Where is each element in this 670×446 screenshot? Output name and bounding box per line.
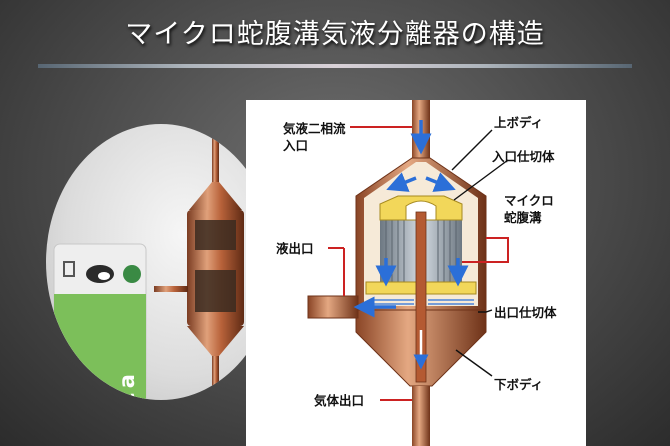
cross-section-panel: 気液二相流 入口 上ボディ 入口仕切体 マイクロ 蛇腹溝 液出口 出口仕切体 下… — [246, 100, 586, 446]
black-leaders — [451, 129, 509, 377]
title-divider — [38, 64, 632, 68]
photo-window-lower — [195, 270, 236, 312]
spread-right-arrow — [425, 172, 456, 192]
liquid-outlet-pipe — [307, 295, 359, 319]
flow-arrows — [353, 120, 469, 370]
card-r-logo-icon — [63, 261, 75, 277]
photo-lower-cone — [187, 326, 244, 356]
leader-outlet-partition — [478, 309, 493, 313]
card-text: Suica — [115, 370, 139, 400]
leader-lower-body — [455, 349, 493, 377]
label-inlet: 気液二相流 入口 — [283, 120, 346, 154]
leader-upper-body — [451, 129, 493, 171]
label-outlet-partition: 出口仕切体 — [494, 305, 557, 320]
label-lower-body: 下ボディ — [494, 377, 544, 392]
label-upper-body: 上ボディ — [494, 115, 544, 130]
label-liquid-outlet: 液出口 — [276, 241, 314, 256]
leader-inlet-partition — [453, 159, 509, 201]
spread-left-arrow — [386, 172, 417, 192]
label-micro-groove-line2: 蛇腹溝 — [504, 210, 542, 225]
photo-upper-cone — [189, 182, 242, 210]
label-micro-groove: マイクロ 蛇腹溝 — [504, 192, 554, 226]
product-photo: Suica — [46, 124, 276, 400]
leader-lines — [328, 126, 509, 401]
label-inlet-line1: 気液二相流 — [283, 121, 346, 136]
card-logo-icon — [123, 265, 141, 283]
photo-top-pipe — [212, 124, 219, 182]
separator-photo-illustration — [53, 124, 244, 400]
photo-bottom-pipe — [212, 356, 219, 400]
gas-outlet-pipe — [412, 386, 430, 446]
filter-grooves — [385, 218, 457, 282]
label-micro-groove-line1: マイクロ — [504, 193, 554, 208]
page-title: マイクロ蛇腹溝気液分離器の構造 — [125, 19, 545, 50]
leader-micro-groove — [462, 237, 509, 263]
central-gas-tube — [415, 211, 427, 383]
label-inlet-line2: 入口 — [283, 138, 309, 153]
inlet-partition-arch — [405, 200, 437, 221]
liquid-level-lines — [370, 299, 474, 305]
photo-side-pipe — [154, 286, 188, 292]
label-inlet-partition: 入口仕切体 — [492, 149, 555, 164]
cross-section-diagram — [307, 100, 509, 446]
photo-window-upper — [195, 220, 236, 250]
label-gas-outlet: 気体出口 — [314, 393, 365, 408]
ic-card-green-band — [54, 294, 146, 400]
penguin-icon — [86, 265, 114, 283]
